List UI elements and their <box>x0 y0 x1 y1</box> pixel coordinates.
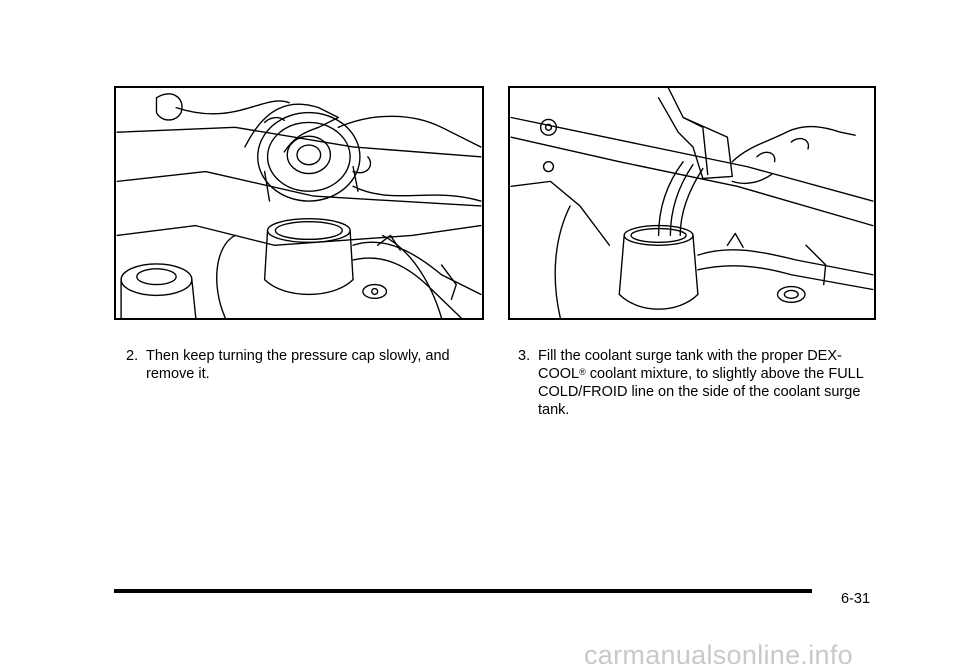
step-2-text: Then keep turning the pressure cap slowl… <box>146 348 450 382</box>
step-3-text-after: coolant mixture, to slightly above the F… <box>538 366 864 418</box>
step-3: 3. Fill the coolant surge tank with the … <box>518 347 878 419</box>
step-2: 2. Then keep turning the pressure cap sl… <box>126 347 466 383</box>
step-2-number: 2. <box>126 348 139 364</box>
illustration-fill-coolant <box>508 86 876 320</box>
page-number: 6-31 <box>841 591 871 607</box>
registered-trademark-symbol: ® <box>579 367 586 377</box>
step-3-number: 3. <box>518 348 531 364</box>
illustration-remove-pressure-cap <box>114 86 484 320</box>
step-3-text-before: Fill the coolant surge tank with the pro… <box>538 348 842 382</box>
step-3-text: Fill the coolant surge tank with the pro… <box>538 347 878 419</box>
watermark: carmanualsonline.info <box>584 640 853 670</box>
footer-rule <box>114 589 812 593</box>
